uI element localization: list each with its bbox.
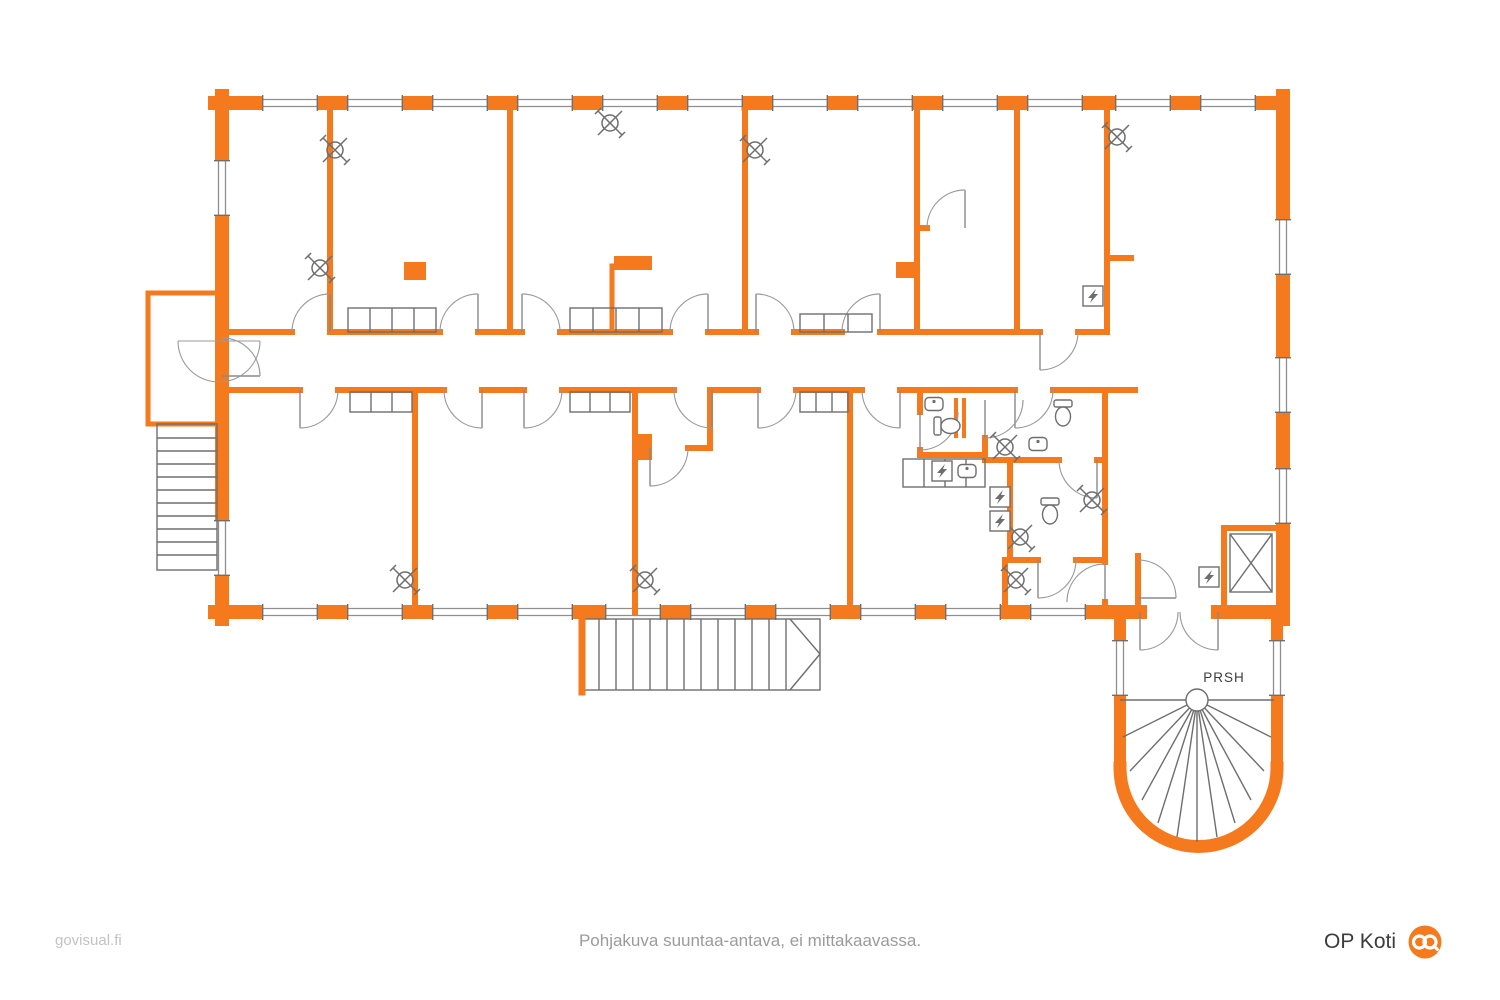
window-icon bbox=[771, 94, 829, 112]
door-swing-icon bbox=[755, 293, 795, 333]
window-icon bbox=[431, 603, 489, 621]
window-icon bbox=[213, 159, 231, 217]
stairs-bottom bbox=[578, 612, 821, 696]
door-swing-icon bbox=[649, 447, 689, 487]
toilet-icon bbox=[933, 416, 961, 436]
elevator-shaft-icon bbox=[1229, 533, 1273, 593]
door-swing-icon bbox=[439, 293, 479, 333]
wardrobe-icon bbox=[799, 391, 849, 413]
door-swing-icon bbox=[1066, 563, 1106, 603]
ceiling-light-icon bbox=[319, 134, 351, 166]
window-icon bbox=[431, 94, 489, 112]
window-icon bbox=[774, 603, 832, 621]
electrical-panel-icon bbox=[989, 510, 1011, 532]
electrical-panel-icon bbox=[1198, 566, 1220, 588]
window-icon bbox=[856, 94, 914, 112]
wardrobe-icon bbox=[569, 391, 631, 413]
electrical-panel-icon bbox=[1082, 285, 1104, 307]
brand-name: OP Koti bbox=[1324, 930, 1396, 953]
entrance-canopy-icon bbox=[177, 340, 261, 383]
tower-wall-arc bbox=[1113, 761, 1284, 853]
doors bbox=[177, 189, 1219, 651]
electrical-panel-icon bbox=[989, 486, 1011, 508]
door-swing-icon bbox=[669, 293, 709, 333]
window-icon bbox=[1274, 356, 1292, 414]
vestibule-outline bbox=[145, 290, 225, 427]
window-icon bbox=[686, 94, 744, 112]
door-swing-icon bbox=[1039, 331, 1079, 371]
door-swing-icon bbox=[861, 389, 901, 429]
window-icon bbox=[1114, 94, 1172, 112]
door-swing-icon bbox=[291, 293, 331, 333]
room-label-prsh: PRSH bbox=[1203, 670, 1245, 685]
window-icon bbox=[859, 603, 917, 621]
window-icon bbox=[261, 603, 319, 621]
shaft-blocks bbox=[404, 256, 918, 460]
outer-walls bbox=[145, 89, 1290, 853]
sink-icon bbox=[1028, 436, 1048, 452]
window-icon bbox=[1029, 603, 1087, 621]
brand-lockup: OP Koti bbox=[1324, 922, 1445, 962]
watermark-govisual: govisual.fi bbox=[55, 932, 122, 949]
window-icon bbox=[1274, 467, 1292, 525]
wardrobe-icon bbox=[799, 313, 873, 333]
door-swing-icon bbox=[757, 389, 797, 429]
window-icon bbox=[941, 94, 999, 112]
spiral-staircase-icon bbox=[1120, 688, 1274, 842]
door-swing-icon bbox=[926, 189, 966, 229]
toilet-icon bbox=[1040, 497, 1060, 525]
op-logo-icon bbox=[1408, 925, 1442, 959]
door-swing-icon bbox=[1137, 559, 1177, 599]
window-icon bbox=[346, 94, 404, 112]
interior-walls bbox=[226, 107, 1286, 615]
door-swing-icon bbox=[521, 293, 561, 333]
window-icon bbox=[689, 603, 747, 621]
wardrobe-icon bbox=[569, 307, 663, 333]
wardrobe-icon bbox=[349, 391, 413, 413]
window-icon bbox=[516, 94, 574, 112]
window-icon bbox=[516, 603, 574, 621]
window-icon bbox=[1268, 639, 1286, 697]
footer-disclaimer: Pohjakuva suuntaa-antava, ei mittakaavas… bbox=[578, 931, 922, 950]
toilet-icon bbox=[1053, 399, 1073, 427]
window-icon bbox=[1026, 94, 1084, 112]
ceiling-light-icon bbox=[594, 107, 626, 139]
window-icon bbox=[601, 94, 659, 112]
window-icon bbox=[346, 603, 404, 621]
electrical-panel-icon bbox=[931, 460, 953, 482]
fixtures bbox=[304, 107, 1220, 596]
door-swing-icon bbox=[523, 389, 563, 429]
window-icon bbox=[1274, 218, 1292, 276]
window-icon bbox=[944, 603, 1002, 621]
sink-icon bbox=[924, 396, 944, 412]
stairs-left bbox=[156, 423, 218, 571]
door-swing-icon bbox=[1014, 389, 1054, 429]
door-swing-icon bbox=[673, 389, 713, 429]
sink-icon bbox=[957, 463, 977, 479]
window-icon bbox=[1111, 639, 1129, 697]
window-icon bbox=[261, 94, 319, 112]
door-swing-icon bbox=[1037, 559, 1077, 599]
door-swing-icon bbox=[443, 389, 483, 429]
wardrobe-icon bbox=[347, 307, 437, 333]
window-icon bbox=[1199, 94, 1257, 112]
door-swing-icon bbox=[984, 399, 1024, 439]
door-swing-icon bbox=[299, 389, 339, 429]
